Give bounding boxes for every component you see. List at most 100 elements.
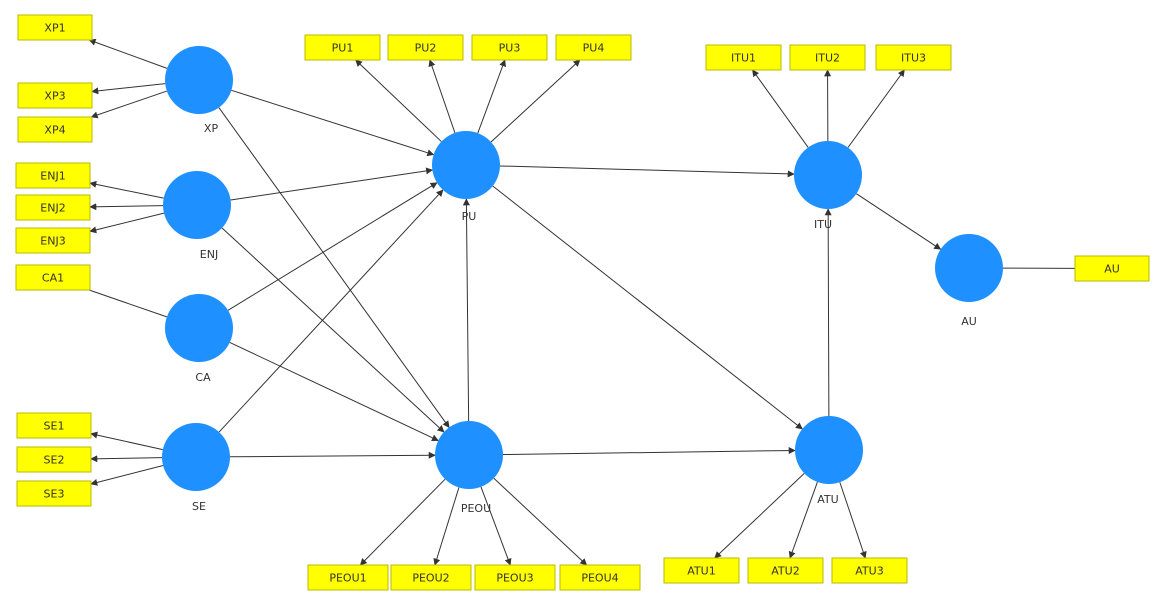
- construct-node-peou: [435, 421, 503, 489]
- construct-node-atu: [795, 416, 863, 484]
- construct-node-au: [935, 234, 1003, 302]
- indicator-box-pu3: [471, 34, 548, 61]
- construct-node-itu: [794, 141, 862, 209]
- construct-node-ca: [165, 294, 233, 362]
- path-enj-to-pu: [230, 167, 434, 201]
- construct-label-au: AU: [961, 315, 977, 328]
- link-atu-atu1: [714, 472, 805, 559]
- path-se-to-peou: [229, 451, 436, 459]
- indicator-label-xp4: XP4: [44, 124, 65, 137]
- link-pu-pu2: [428, 59, 456, 134]
- link-ca-ca1: [88, 289, 168, 318]
- path-enj-to-peou: [221, 227, 445, 433]
- indicator-label-pu4: PU4: [583, 42, 605, 55]
- indicator-label-enj1: ENJ1: [40, 170, 65, 183]
- indicator-box-peou4: [559, 564, 641, 591]
- indicator-label-peou2: PEOU2: [412, 572, 449, 585]
- indicator-label-atu1: ATU1: [687, 565, 715, 578]
- indicator-box-atu1: [663, 557, 740, 584]
- indicator-box-au: [1074, 255, 1150, 282]
- path-pu-to-itu: [499, 165, 795, 178]
- indicator-box-se1: [16, 412, 92, 439]
- path-xp-to-pu: [231, 89, 435, 157]
- link-se-se1: [90, 431, 163, 451]
- link-se-se3: [90, 464, 164, 486]
- indicator-label-enj2: ENJ2: [40, 202, 65, 215]
- indicator-label-peou4: PEOU4: [581, 572, 618, 585]
- path-se-to-pu: [218, 189, 444, 433]
- indicator-box-pu2: [387, 34, 464, 61]
- indicator-label-peou3: PEOU3: [496, 572, 533, 585]
- indicator-box-se3: [16, 480, 92, 507]
- construct-label-pu: PU: [462, 210, 477, 223]
- construct-label-enj: ENJ: [200, 248, 218, 261]
- indicator-box-enj2: [15, 194, 91, 221]
- link-itu-itu3: [847, 69, 905, 148]
- construct-label-peou: PEOU: [461, 502, 491, 515]
- indicator-box-itu2: [789, 44, 866, 71]
- link-peou-peou3: [480, 486, 512, 566]
- link-peou-peou1: [359, 478, 446, 566]
- construct-node-enj: [163, 171, 231, 239]
- link-pu-pu1: [355, 59, 442, 142]
- link-itu-itu1: [752, 69, 809, 148]
- path-peou-to-atu: [502, 447, 796, 456]
- indicator-label-atu2: ATU2: [771, 565, 799, 578]
- link-se-se2: [90, 455, 163, 463]
- indicator-label-itu3: ITU3: [901, 52, 926, 65]
- path-peou-to-pu: [462, 198, 470, 422]
- link-xp-xp1: [88, 38, 168, 69]
- link-atu-atu3: [839, 482, 867, 559]
- constructs-layer: XP ENJ CA SE PU PEOU ITU ATU AU: [162, 46, 1003, 515]
- indicator-label-au: AU: [1104, 263, 1120, 276]
- indicator-box-peou1: [307, 564, 389, 591]
- link-xp-xp4: [90, 90, 168, 119]
- indicator-box-enj1: [15, 162, 91, 189]
- indicator-box-enj3: [15, 227, 91, 254]
- indicator-label-itu2: ITU2: [815, 52, 840, 65]
- indicator-box-pu4: [555, 34, 632, 61]
- construct-label-atu: ATU: [817, 493, 838, 506]
- path-xp-to-peou: [218, 107, 450, 428]
- indicator-label-xp1: XP1: [44, 22, 65, 35]
- construct-node-se: [162, 423, 230, 491]
- construct-node-xp: [165, 46, 233, 114]
- indicator-box-itu3: [875, 44, 952, 71]
- indicator-box-atu3: [831, 557, 908, 584]
- indicator-box-xp1: [17, 14, 93, 41]
- indicator-box-peou3: [474, 564, 556, 591]
- edges-layer: [88, 38, 1076, 566]
- indicator-label-atu3: ATU3: [855, 565, 883, 578]
- link-pu-pu4: [490, 59, 581, 143]
- construct-label-se: SE: [192, 500, 206, 513]
- indicator-label-pu2: PU2: [415, 42, 437, 55]
- link-peou-peou4: [493, 477, 588, 566]
- indicator-box-xp4: [17, 116, 93, 143]
- path-ca-to-peou: [229, 342, 439, 442]
- link-pu-pu3: [477, 59, 506, 134]
- path-atu-to-itu: [824, 208, 832, 417]
- indicator-label-peou1: PEOU1: [329, 572, 366, 585]
- indicator-box-atu2: [747, 557, 824, 584]
- construct-label-ca: CA: [195, 371, 211, 384]
- indicator-label-se1: SE1: [44, 420, 65, 433]
- indicator-box-itu1: [705, 44, 782, 71]
- indicator-box-peou2: [390, 564, 472, 591]
- indicator-label-xp3: XP3: [44, 90, 65, 103]
- indicator-label-enj3: ENJ3: [40, 235, 65, 248]
- indicator-label-ca1: CA1: [42, 272, 64, 285]
- construct-label-xp: XP: [204, 122, 219, 135]
- link-atu-atu2: [788, 481, 818, 559]
- indicator-label-pu1: PU1: [332, 42, 354, 55]
- indicator-box-pu1: [304, 34, 381, 61]
- path-pu-to-atu: [492, 185, 803, 430]
- indicator-label-itu1: ITU1: [731, 52, 756, 65]
- link-enj-enj2: [89, 203, 164, 211]
- construct-label-itu: ITU: [814, 218, 832, 231]
- link-enj-enj3: [89, 212, 165, 234]
- indicator-box-ca1: [15, 264, 91, 291]
- indicator-label-se2: SE2: [44, 454, 65, 467]
- indicator-box-se2: [16, 446, 92, 473]
- path-itu-to-au: [856, 193, 942, 250]
